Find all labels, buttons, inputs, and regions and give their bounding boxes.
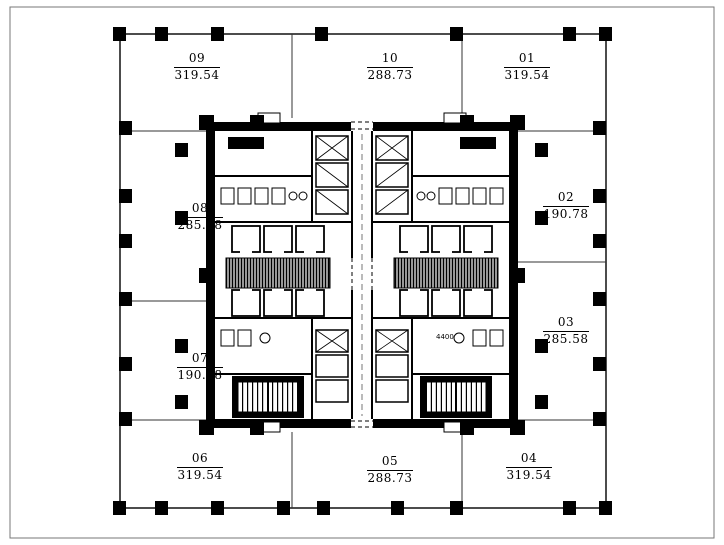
unit-area: 319.54: [506, 467, 552, 482]
unit-area: 288.73: [367, 470, 413, 485]
unit-label-02: 02 190.78: [543, 190, 589, 222]
unit-number: 05: [367, 454, 413, 471]
unit-area: 190.78: [543, 206, 589, 221]
unit-label-06: 06 319.54: [177, 451, 223, 483]
unit-label-03: 03 285.58: [543, 315, 589, 347]
columns-grid: [113, 27, 612, 515]
unit-number: 03: [543, 315, 589, 332]
unit-label-09: 09 319.54: [174, 51, 220, 83]
unit-boundaries: [120, 34, 606, 508]
unit-area: 285.58: [177, 217, 223, 232]
core-corridor: [351, 117, 373, 433]
unit-number: 09: [174, 51, 220, 68]
dimension-text: 4400: [436, 333, 454, 341]
drawing-frame: [9, 6, 715, 539]
curtain-wall: [119, 33, 607, 509]
unit-number: 06: [177, 451, 223, 468]
unit-number: 04: [506, 451, 552, 468]
unit-number: 10: [367, 51, 413, 68]
unit-number: 02: [543, 190, 589, 207]
unit-label-08: 08 285.58: [177, 201, 223, 233]
unit-area: 319.54: [177, 467, 223, 482]
unit-area: 288.73: [367, 67, 413, 82]
unit-area: 319.54: [174, 67, 220, 82]
unit-area: 285.58: [543, 331, 589, 346]
unit-label-05: 05 288.73: [367, 454, 413, 486]
unit-area: 190.78: [177, 367, 223, 382]
unit-label-10: 10 288.73: [367, 51, 413, 83]
unit-label-04: 04 319.54: [506, 451, 552, 483]
unit-number: 01: [504, 51, 550, 68]
unit-label-01: 01 319.54: [504, 51, 550, 83]
unit-label-07: 07 190.78: [177, 351, 223, 383]
unit-number: 07: [177, 351, 223, 368]
building-core: 4400: [197, 111, 527, 437]
unit-number: 08: [177, 201, 223, 218]
unit-area: 319.54: [504, 67, 550, 82]
